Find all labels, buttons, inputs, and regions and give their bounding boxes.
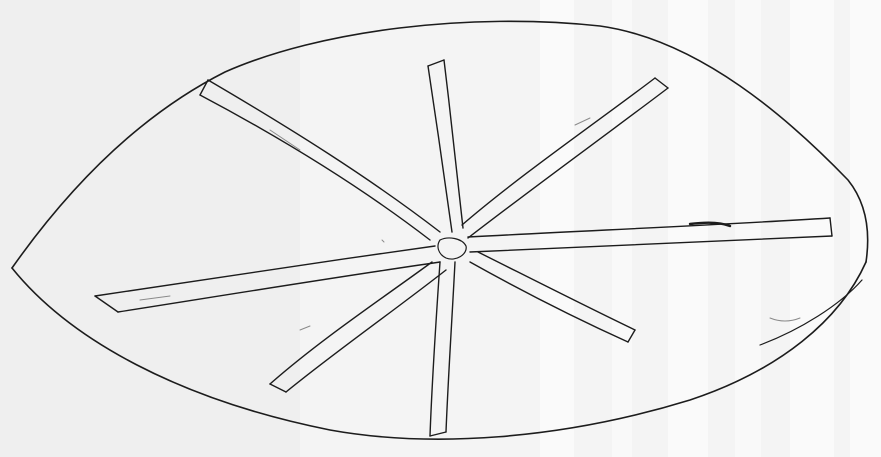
spoke-edge (200, 95, 430, 240)
spoke-edge (446, 262, 455, 432)
stray-mark (300, 326, 310, 330)
spoke (430, 262, 455, 436)
spoke (470, 252, 635, 342)
stray-mark (382, 240, 384, 242)
spoke-edge (430, 262, 440, 436)
spoke-edge (462, 78, 655, 225)
lens-outline (12, 21, 868, 439)
spoke-edge (286, 270, 446, 392)
spoke-cap (428, 60, 444, 66)
spoke-edge (468, 218, 830, 237)
lens-outline-lower-retrace (760, 280, 862, 345)
spoke-cap (270, 384, 286, 392)
stray-mark (140, 296, 170, 300)
spoke (95, 246, 440, 312)
spoke-edge (428, 66, 452, 232)
spoke-cap (655, 78, 668, 88)
spoke (462, 78, 668, 238)
spoke-cap (830, 218, 832, 236)
spoke-cap (430, 432, 446, 436)
stray-mark (770, 318, 800, 321)
spoke (468, 218, 832, 252)
spoke-edge (208, 80, 440, 232)
spoke-cap (95, 296, 118, 312)
spoke-group (95, 60, 832, 436)
stray-mark (575, 118, 590, 125)
lens-outline-lower (12, 262, 866, 439)
spoke-cap (200, 80, 208, 95)
spoke-edge (470, 262, 628, 342)
spoke (428, 60, 463, 232)
spoke-edge (468, 88, 668, 238)
spoke-edge (118, 262, 440, 312)
spoke-edge (444, 60, 463, 228)
spoke (270, 262, 446, 392)
spoke (200, 80, 440, 240)
spoke-edge (470, 236, 832, 252)
spoke-cap (628, 330, 635, 342)
spoke-edge (270, 262, 432, 384)
spoke-edge (478, 252, 635, 330)
hub-scribble (438, 238, 466, 259)
hub (438, 238, 466, 259)
